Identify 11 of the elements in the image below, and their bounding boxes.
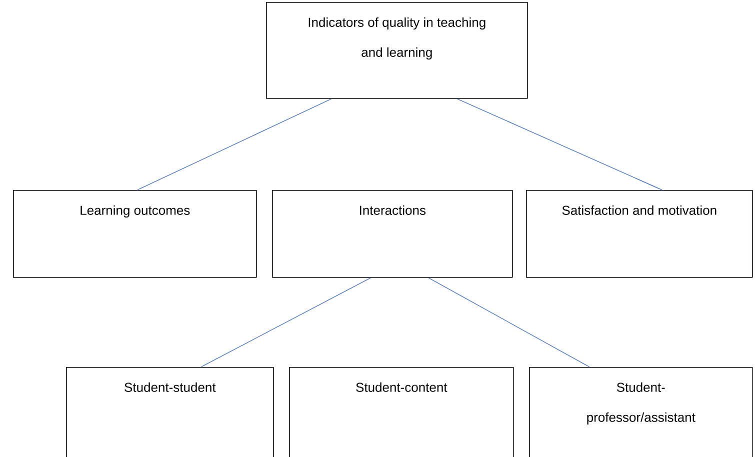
text-box: Student-professor/assistant	[529, 367, 753, 457]
text-box: Interactions	[272, 190, 513, 278]
connector-line	[456, 98, 662, 190]
text-box: Satisfaction and motivation	[526, 190, 753, 278]
text-box: Student-content	[289, 367, 514, 457]
connector-line	[200, 277, 372, 368]
connector-line	[137, 98, 332, 190]
text-box: Learning outcomes	[13, 190, 257, 278]
connector-line	[428, 277, 590, 368]
text-box: Indicators of quality in teaching and learning	[266, 2, 528, 99]
text-box: Student-student	[66, 367, 274, 457]
